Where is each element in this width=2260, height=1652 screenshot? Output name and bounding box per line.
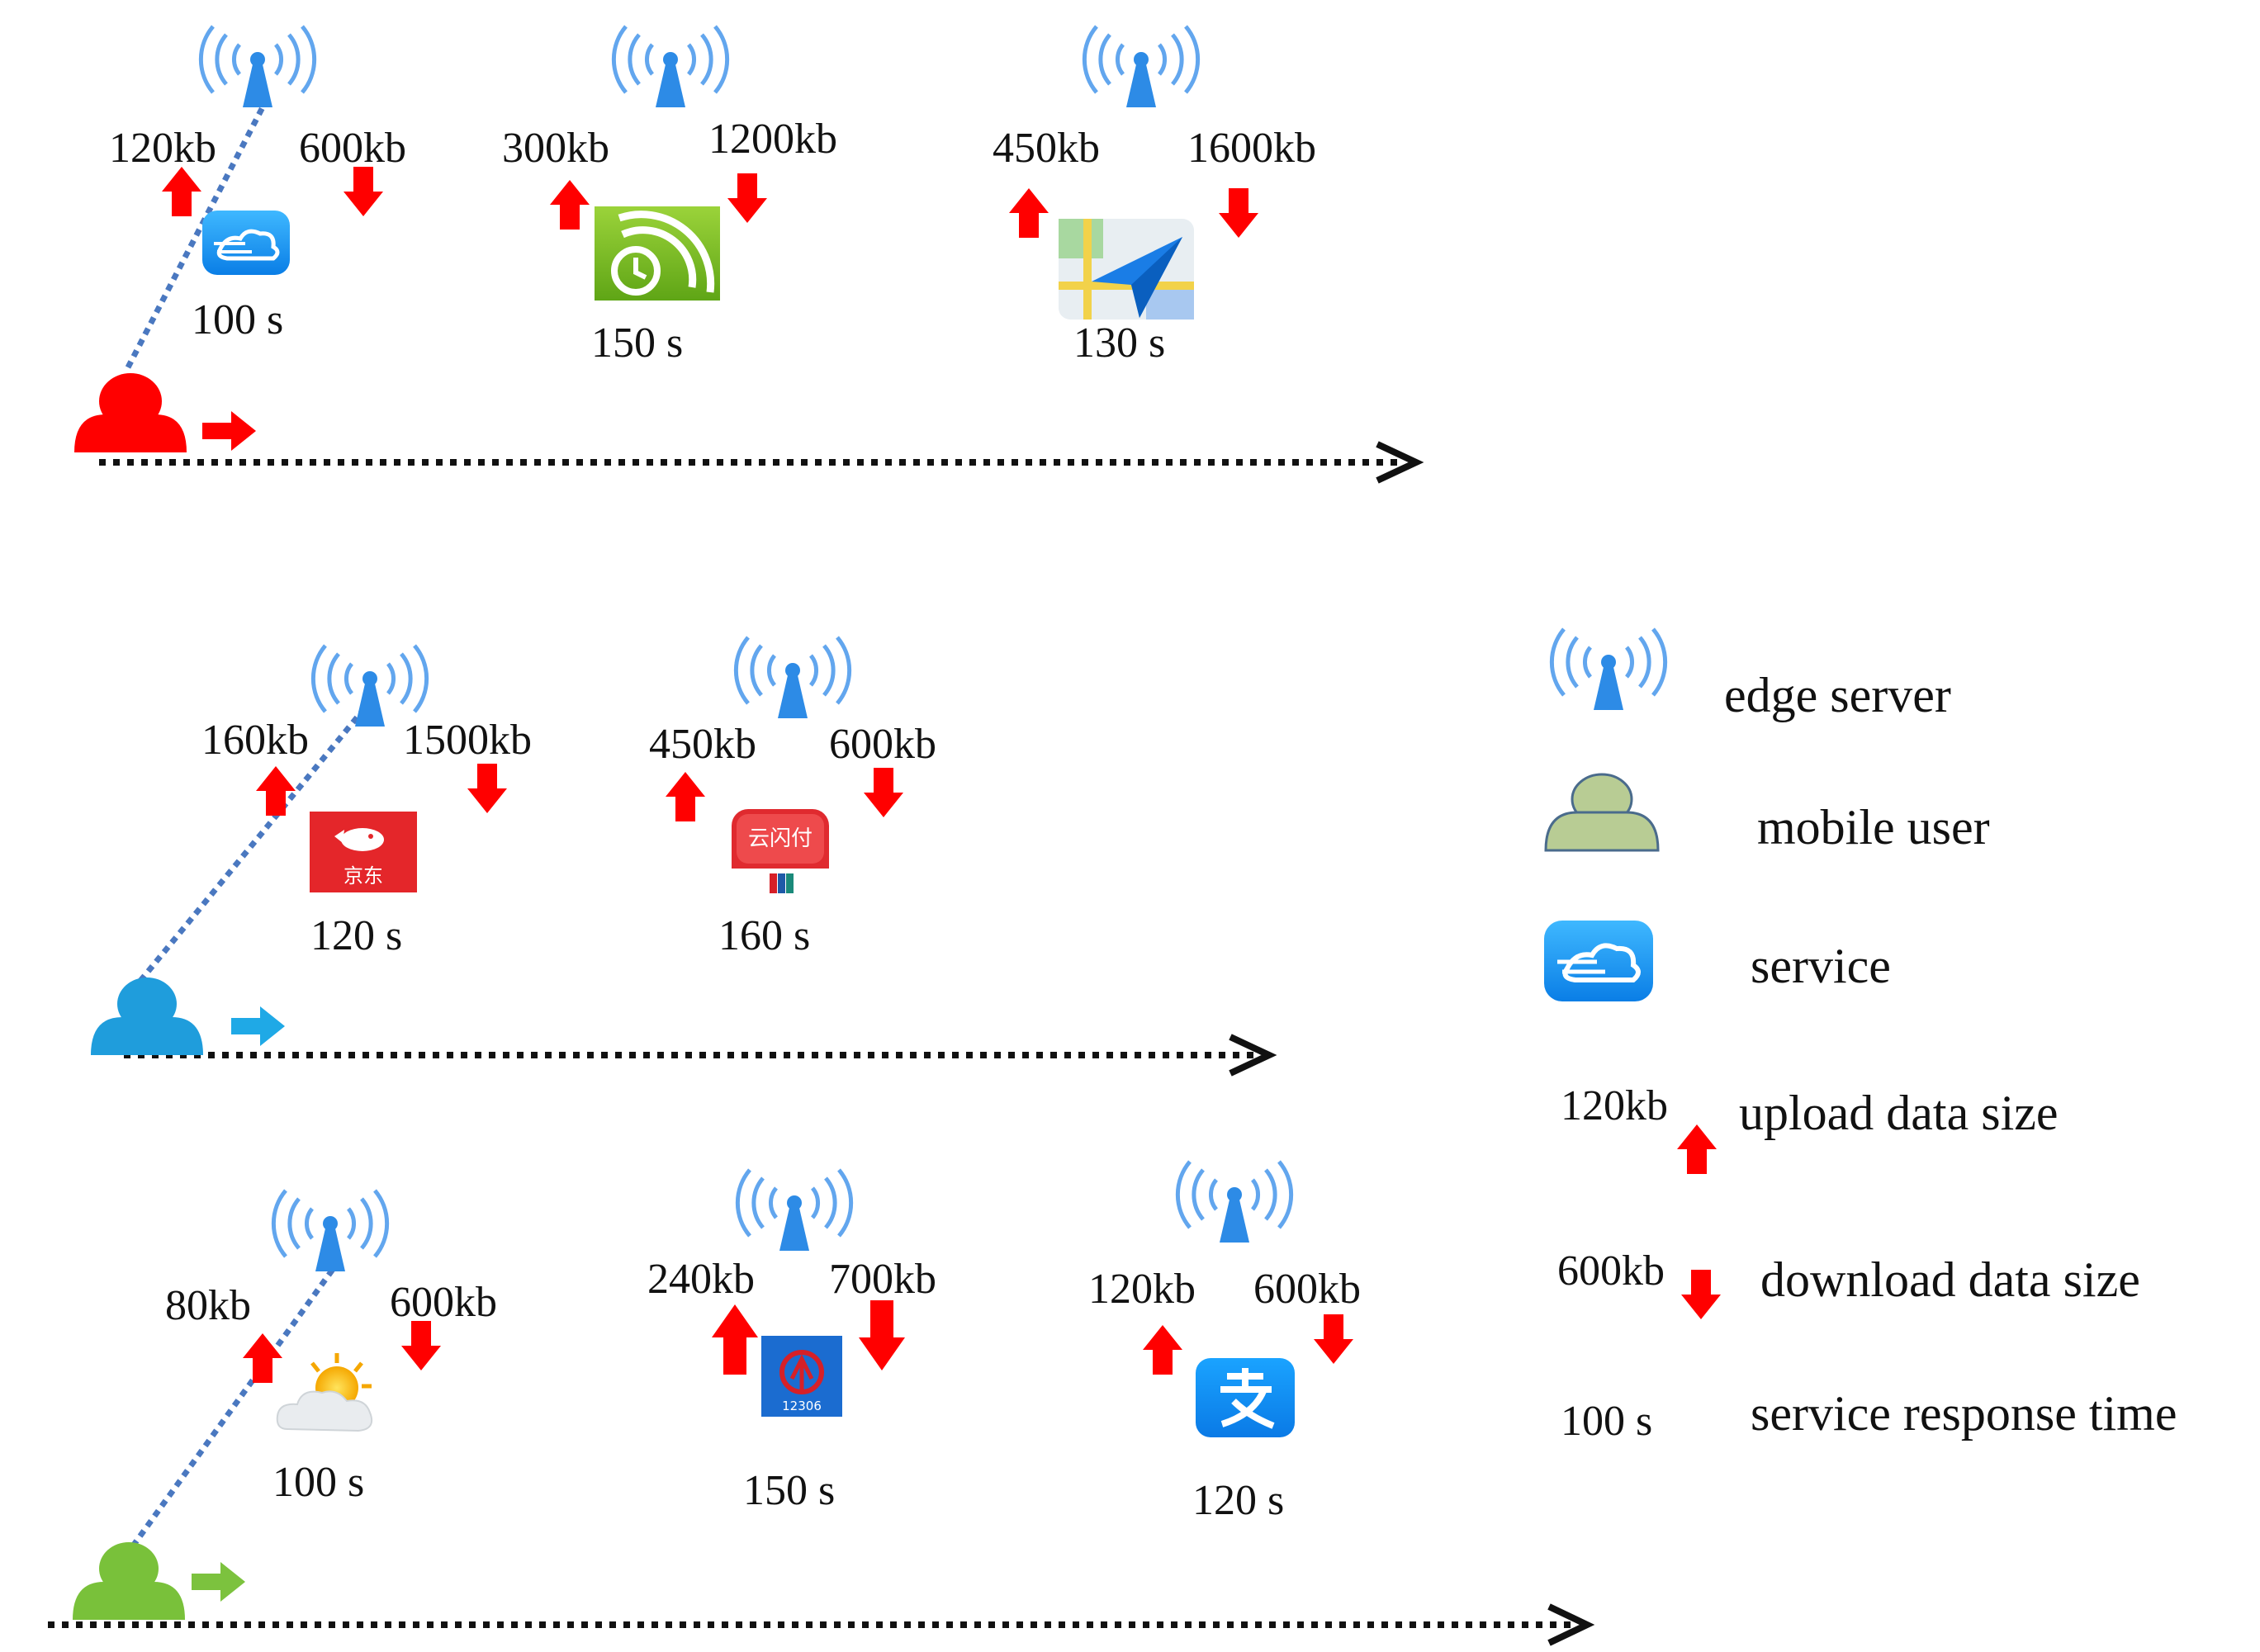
- edge-server-icon: [198, 25, 317, 107]
- legend-download-arrow-icon: [1681, 1270, 1721, 1319]
- response-time-label: 120 s: [310, 912, 402, 959]
- mobile-user-icon: [73, 1542, 185, 1620]
- upload-size-label: 240kb: [647, 1256, 755, 1303]
- upload-size-label: 300kb: [502, 125, 609, 172]
- alipay-app-icon: [1196, 1358, 1295, 1437]
- movement-arrow-icon: [202, 411, 256, 451]
- upload-size-label: 120kb: [1088, 1266, 1196, 1313]
- mobile-user-icon: [91, 977, 203, 1055]
- cloud-pay-app-text: 云闪付: [748, 826, 813, 851]
- response-time-label: 150 s: [743, 1467, 835, 1514]
- legend-edge-server-label: edge server: [1724, 668, 1951, 722]
- download-arrow-icon: [401, 1321, 441, 1370]
- upload-arrow-icon: [666, 772, 705, 821]
- download-arrow-icon: [727, 173, 767, 223]
- legend-time-value: 100 s: [1561, 1398, 1652, 1445]
- edge-server-icon: [271, 1189, 390, 1271]
- download-size-label: 700kb: [829, 1256, 936, 1303]
- upload-arrow-icon: [256, 766, 296, 816]
- movement-arrow-icon: [192, 1562, 245, 1602]
- upload-arrow-icon: [712, 1304, 758, 1375]
- download-size-label: 600kb: [390, 1279, 497, 1326]
- download-size-label: 600kb: [829, 721, 936, 768]
- map-navigation-app-icon: [1059, 219, 1194, 320]
- cloud-pay-app-icon: 云闪付: [732, 809, 829, 900]
- download-arrow-icon: [1219, 188, 1258, 238]
- edge-server-icon: [310, 644, 429, 727]
- upload-arrow-icon: [243, 1333, 282, 1383]
- connection-link: [138, 699, 372, 983]
- row-green-user: 80kb 600kb 100 s: [48, 1160, 1595, 1646]
- edge-server-icon: [1082, 25, 1201, 107]
- legend-time-label: service response time: [1751, 1386, 2177, 1441]
- jd-shopping-app-icon: 京东: [310, 812, 417, 892]
- download-size-label: 1200kb: [708, 116, 837, 163]
- upload-size-label: 450kb: [993, 125, 1100, 172]
- upload-arrow-icon: [1143, 1325, 1182, 1375]
- upload-size-label: 80kb: [165, 1282, 251, 1329]
- legend-edge-server-icon: [1549, 627, 1668, 710]
- upload-size-label: 450kb: [649, 721, 756, 768]
- edge-server-icon: [611, 25, 730, 107]
- edge-server-icon: [1175, 1160, 1294, 1243]
- movement-arrow-icon: [231, 1006, 285, 1046]
- legend-upload-value: 120kb: [1561, 1082, 1668, 1129]
- upload-arrow-icon: [550, 180, 590, 230]
- timeline-arrow: [99, 441, 1424, 484]
- download-size-label: 1600kb: [1187, 125, 1316, 172]
- legend-service-label: service: [1751, 939, 1891, 993]
- row-blue-user: 160kb 1500kb 京东 120 s 450kb 600kb: [91, 636, 1277, 1077]
- cloud-service-icon: [202, 211, 290, 275]
- timeline-arrow: [124, 1034, 1277, 1077]
- download-arrow-icon: [344, 167, 383, 216]
- legend-mobile-user-label: mobile user: [1757, 800, 1990, 854]
- timeline-arrow: [48, 1603, 1595, 1646]
- legend-upload-arrow-icon: [1677, 1124, 1717, 1174]
- response-time-label: 150 s: [591, 320, 683, 367]
- edge-server-icon: [733, 636, 852, 718]
- green-clock-app-icon: [595, 206, 720, 301]
- upload-size-label: 120kb: [109, 125, 216, 172]
- response-time-label: 100 s: [192, 296, 283, 343]
- response-time-label: 160 s: [718, 912, 810, 959]
- download-size-label: 600kb: [299, 125, 406, 172]
- upload-size-label: 160kb: [201, 717, 309, 764]
- legend-service-icon: [1544, 921, 1653, 1001]
- mobile-user-icon: [74, 373, 187, 452]
- jd-app-text: 京东: [344, 864, 383, 888]
- response-time-label: 100 s: [272, 1459, 364, 1506]
- railway-app-text: 12306: [782, 1399, 822, 1413]
- download-arrow-icon: [864, 768, 903, 817]
- download-arrow-icon: [859, 1300, 905, 1370]
- download-arrow-icon: [467, 764, 507, 813]
- railway-12306-app-icon: 12306: [761, 1336, 842, 1417]
- legend-mobile-user-icon: [1544, 773, 1660, 852]
- upload-arrow-icon: [162, 167, 201, 216]
- download-size-label: 600kb: [1253, 1266, 1361, 1313]
- row-red-user: 120kb 600kb 100 s 300kb 1200kb: [74, 25, 1424, 484]
- upload-arrow-icon: [1009, 188, 1049, 238]
- legend: edge server mobile user service 120kb up…: [1544, 627, 2177, 1445]
- response-time-label: 130 s: [1073, 320, 1165, 367]
- weather-app-icon: [276, 1353, 373, 1432]
- response-time-label: 120 s: [1192, 1477, 1284, 1524]
- legend-download-value: 600kb: [1557, 1247, 1665, 1295]
- legend-upload-label: upload data size: [1739, 1086, 2059, 1140]
- legend-download-label: download data size: [1760, 1252, 2140, 1307]
- edge-server-icon: [735, 1168, 854, 1251]
- download-size-label: 1500kb: [403, 717, 532, 764]
- download-arrow-icon: [1314, 1314, 1353, 1364]
